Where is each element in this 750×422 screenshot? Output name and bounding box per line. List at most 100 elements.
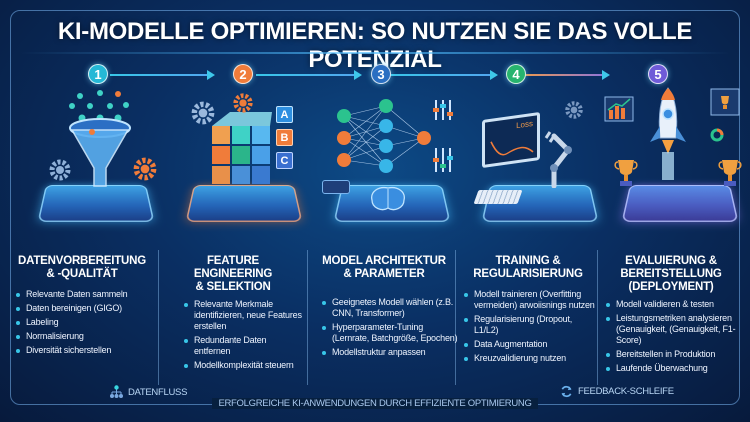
stage-5-list: Modell validieren & testen Leistungsmetr…	[600, 299, 742, 374]
stage-3-heading: MODEL ARCHITEKTUR & PARAMETER	[310, 255, 458, 281]
robot-arm-icon	[544, 131, 572, 188]
keyboard-icon	[473, 190, 523, 204]
heading-line: & PARAMETER	[343, 268, 425, 280]
funnel-icon	[69, 90, 131, 187]
heading-line: DATENVORBEREITUNG	[17, 255, 146, 267]
trophy-icon	[718, 160, 742, 186]
list-item: Redundante Daten entfernen	[184, 335, 304, 357]
gear-icon	[191, 101, 215, 125]
option-box-b: B	[276, 129, 293, 146]
stage-1-panel: DATENVORBEREITUNG & -QUALITÄT Relevante …	[8, 255, 156, 359]
list-item: Daten bereinigen (GIGO)	[16, 303, 156, 314]
list-item: Labeling	[16, 317, 156, 328]
heading-line: (DEPLOYMENT)	[628, 281, 714, 293]
stage-5-panel: EVALUIERUNG & BEREITSTELLUNG (DEPLOYMENT…	[600, 255, 742, 377]
trophy-icon	[614, 160, 638, 186]
award-window-icon	[710, 88, 740, 116]
flow-arrow-2-3	[256, 70, 362, 80]
step-badge-3: 3	[371, 64, 391, 84]
step-badge-1: 1	[88, 64, 108, 84]
gear-icon	[565, 101, 583, 119]
stage-2-illustration: 2 A B C	[168, 58, 316, 258]
flow-arrow-1-2	[110, 70, 215, 80]
list-item: Diversität sicherstellen	[16, 345, 156, 356]
option-box-c: C	[276, 152, 293, 169]
stage-4-illustration: 4 Loss	[464, 58, 612, 258]
legend-feedback-schleife: FEEDBACK-SCHLEIFE	[560, 385, 674, 398]
loss-label: Loss	[516, 118, 533, 131]
stage-5-illustration: 5	[604, 58, 750, 258]
heading-line: & SELEKTION	[195, 281, 271, 293]
list-item: Leistungsmetriken analysieren (Genauigke…	[606, 313, 742, 346]
heading-line: ENGINEERING	[193, 268, 273, 280]
flow-arrow-4-5	[520, 70, 610, 80]
rocket-icon	[650, 87, 686, 180]
brain-icon	[371, 186, 405, 211]
stage-4-heading: TRAINING & REGULARISIERUNG	[458, 255, 598, 281]
heading-line: EVALUIERUNG &	[625, 255, 717, 267]
stage-3-illustration: 3	[316, 58, 464, 258]
settings-chip	[322, 180, 350, 194]
list-item: Data Augmentation	[464, 339, 598, 350]
refresh-icon	[561, 385, 572, 398]
list-item: Modell trainieren (Overfitting vermeiden…	[464, 289, 598, 311]
platform	[621, 184, 739, 222]
footer-caption: ERFOLGREICHE KI-ANWENDUNGEN DURCH EFFIZI…	[0, 398, 750, 409]
cube-icon	[212, 112, 272, 184]
legend-datenfluss: DATENFLUSS	[110, 385, 187, 399]
flow-arrow-3-4	[384, 70, 498, 80]
pie-chart-icon	[710, 128, 724, 142]
heading-line: MODEL ARCHITEKTUR	[322, 255, 446, 267]
legend-label: FEEDBACK-SCHLEIFE	[578, 386, 674, 397]
monitor-icon: Loss	[482, 111, 540, 169]
step-badge-4: 4	[506, 64, 526, 84]
stage-2-panel: FEATURE ENGINEERING & SELEKTION Relevant…	[162, 255, 304, 374]
stage-2-heading: FEATURE ENGINEERING & SELEKTION	[162, 255, 304, 294]
list-item: Modell validieren & testen	[606, 299, 742, 310]
heading-line: & -QUALITÄT	[46, 268, 118, 280]
stage-2-list: Relevante Merkmale identifizieren, neue …	[162, 299, 304, 371]
gear-icon	[49, 159, 71, 181]
step-badge-2: 2	[233, 64, 253, 84]
gear-icon	[133, 157, 157, 181]
divider	[307, 250, 308, 385]
neural-network-icon	[337, 99, 453, 173]
divider	[455, 250, 456, 385]
list-item: Laufende Überwachung	[606, 363, 742, 374]
heading-line: BEREITSTELLUNG	[620, 268, 722, 280]
title-underline-glow	[20, 52, 730, 54]
list-item: Normalisierung	[16, 331, 156, 342]
hierarchy-icon	[110, 385, 123, 398]
list-item: Modellkomplexität steuern	[184, 360, 304, 371]
stage-1-heading: DATENVORBEREITUNG & -QUALITÄT	[8, 255, 156, 281]
stage-1-illustration: 1	[20, 58, 168, 258]
stage-5-heading: EVALUIERUNG & BEREITSTELLUNG (DEPLOYMENT…	[600, 255, 742, 294]
legend-label: DATENFLUSS	[128, 386, 188, 398]
divider	[158, 250, 159, 385]
option-box-a: A	[276, 106, 293, 123]
list-item: Hyperparameter-Tuning (Lernrate, Batchgr…	[322, 322, 458, 344]
heading-line: FEATURE	[206, 255, 260, 267]
step-badge-5: 5	[648, 64, 668, 84]
list-item: Bereitstellen in Produktion	[606, 349, 742, 360]
bar-chart-icon	[604, 96, 634, 122]
platform	[185, 184, 303, 222]
stage-3-list: Geeignetes Modell wählen (z.B. CNN, Tran…	[310, 297, 458, 358]
stage-3-panel: MODEL ARCHITEKTUR & PARAMETER Geeignetes…	[310, 255, 458, 361]
list-item: Relevante Daten sammeln	[16, 289, 156, 300]
list-item: Modellstruktur anpassen	[322, 347, 458, 358]
page-title: KI-MODELLE OPTIMIEREN: SO NUTZEN SIE DAS…	[57, 18, 693, 73]
list-item: Kreuzvalidierung nutzen	[464, 353, 598, 364]
gear-icon	[233, 93, 253, 113]
list-item: Relevante Merkmale identifizieren, neue …	[184, 299, 304, 332]
list-item: Geeignetes Modell wählen (z.B. CNN, Tran…	[322, 297, 458, 319]
stage-4-list: Modell trainieren (Overfitting vermeiden…	[458, 289, 598, 364]
heading-line: TRAINING &	[495, 255, 561, 267]
list-item: Regularisierung (Dropout, L1/L2)	[464, 314, 598, 336]
stage-1-list: Relevante Daten sammeln Daten bereinigen…	[8, 289, 156, 356]
footer-caption-text: ERFOLGREICHE KI-ANWENDUNGEN DURCH EFFIZI…	[212, 398, 538, 409]
divider	[597, 250, 598, 385]
heading-line: REGULARISIERUNG	[473, 268, 583, 280]
loss-curve	[490, 141, 534, 156]
stage-4-panel: TRAINING & REGULARISIERUNG Modell traini…	[458, 255, 598, 367]
